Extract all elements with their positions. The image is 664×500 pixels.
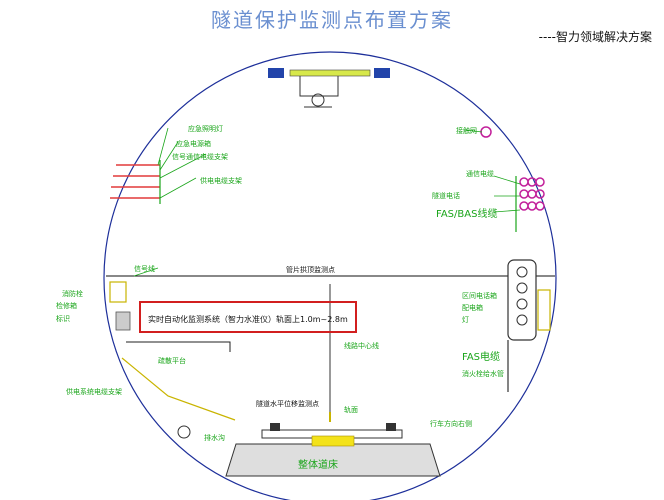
label-rail-face: 轨面 bbox=[344, 405, 358, 414]
label-comm-cable: 通信电缆 bbox=[466, 169, 494, 178]
label-drainage: 排水沟 bbox=[204, 433, 225, 442]
top-catenary bbox=[268, 68, 390, 108]
label-conn-lamp: 灯 bbox=[462, 315, 469, 324]
leader-lines bbox=[133, 127, 521, 277]
label-left-sign: 标识 bbox=[56, 314, 70, 323]
monitor-zone-box bbox=[139, 301, 357, 333]
page-title: 隧道保护监测点布置方案 bbox=[211, 8, 453, 32]
label-fas-cable: FAS电缆 bbox=[462, 350, 500, 363]
right-signal-equipment bbox=[507, 259, 551, 392]
label-tunnel-phone: 隧道电话 bbox=[432, 191, 460, 200]
left-cable-bracket bbox=[110, 160, 161, 204]
label-power-cable-support: 供电系统电缆支架 bbox=[66, 387, 122, 396]
label-zone-signal-box: 区间电话箱 bbox=[462, 291, 497, 300]
label-power-cable-bracket: 供电电缆支架 bbox=[200, 176, 242, 185]
tunnel-ring bbox=[103, 51, 557, 500]
label-fire-pipe: 消火栓给水管 bbox=[462, 369, 504, 378]
label-right-box: 配电箱 bbox=[462, 303, 483, 312]
brand-tagline: ----智力领域解决方案 bbox=[538, 30, 652, 44]
label-cable-support: 信号通信电缆支架 bbox=[172, 152, 228, 161]
right-cable-bundle bbox=[480, 126, 545, 232]
label-track-settlement: 隧道水平位移监测点 bbox=[256, 399, 319, 408]
label-fas-bas: FAS/BAS线缆 bbox=[436, 207, 497, 220]
label-ballast: 整体道床 bbox=[298, 458, 338, 471]
label-target-line: 实时自动化监测系统（智力水准仪）轨面上1.0m~2.8m bbox=[148, 314, 348, 324]
label-drive-right: 行车方向右侧 bbox=[430, 419, 472, 428]
label-emergency-light: 应急照明灯 bbox=[188, 124, 223, 133]
label-power-box: 应急电源箱 bbox=[176, 139, 211, 148]
track-bed bbox=[225, 423, 441, 477]
label-track-center: 线路中心线 bbox=[344, 341, 379, 350]
left-equipment bbox=[109, 281, 236, 439]
label-top-lamp: 接触网 bbox=[456, 126, 477, 135]
label-signal-cable: 信号线 bbox=[134, 264, 155, 273]
label-fire-hydrant: 消防栓 bbox=[62, 289, 83, 298]
label-evac-platform: 疏散平台 bbox=[158, 356, 186, 365]
label-segment-baseline: 管片拱顶监测点 bbox=[286, 265, 335, 274]
label-left-box: 检修箱 bbox=[56, 301, 77, 310]
